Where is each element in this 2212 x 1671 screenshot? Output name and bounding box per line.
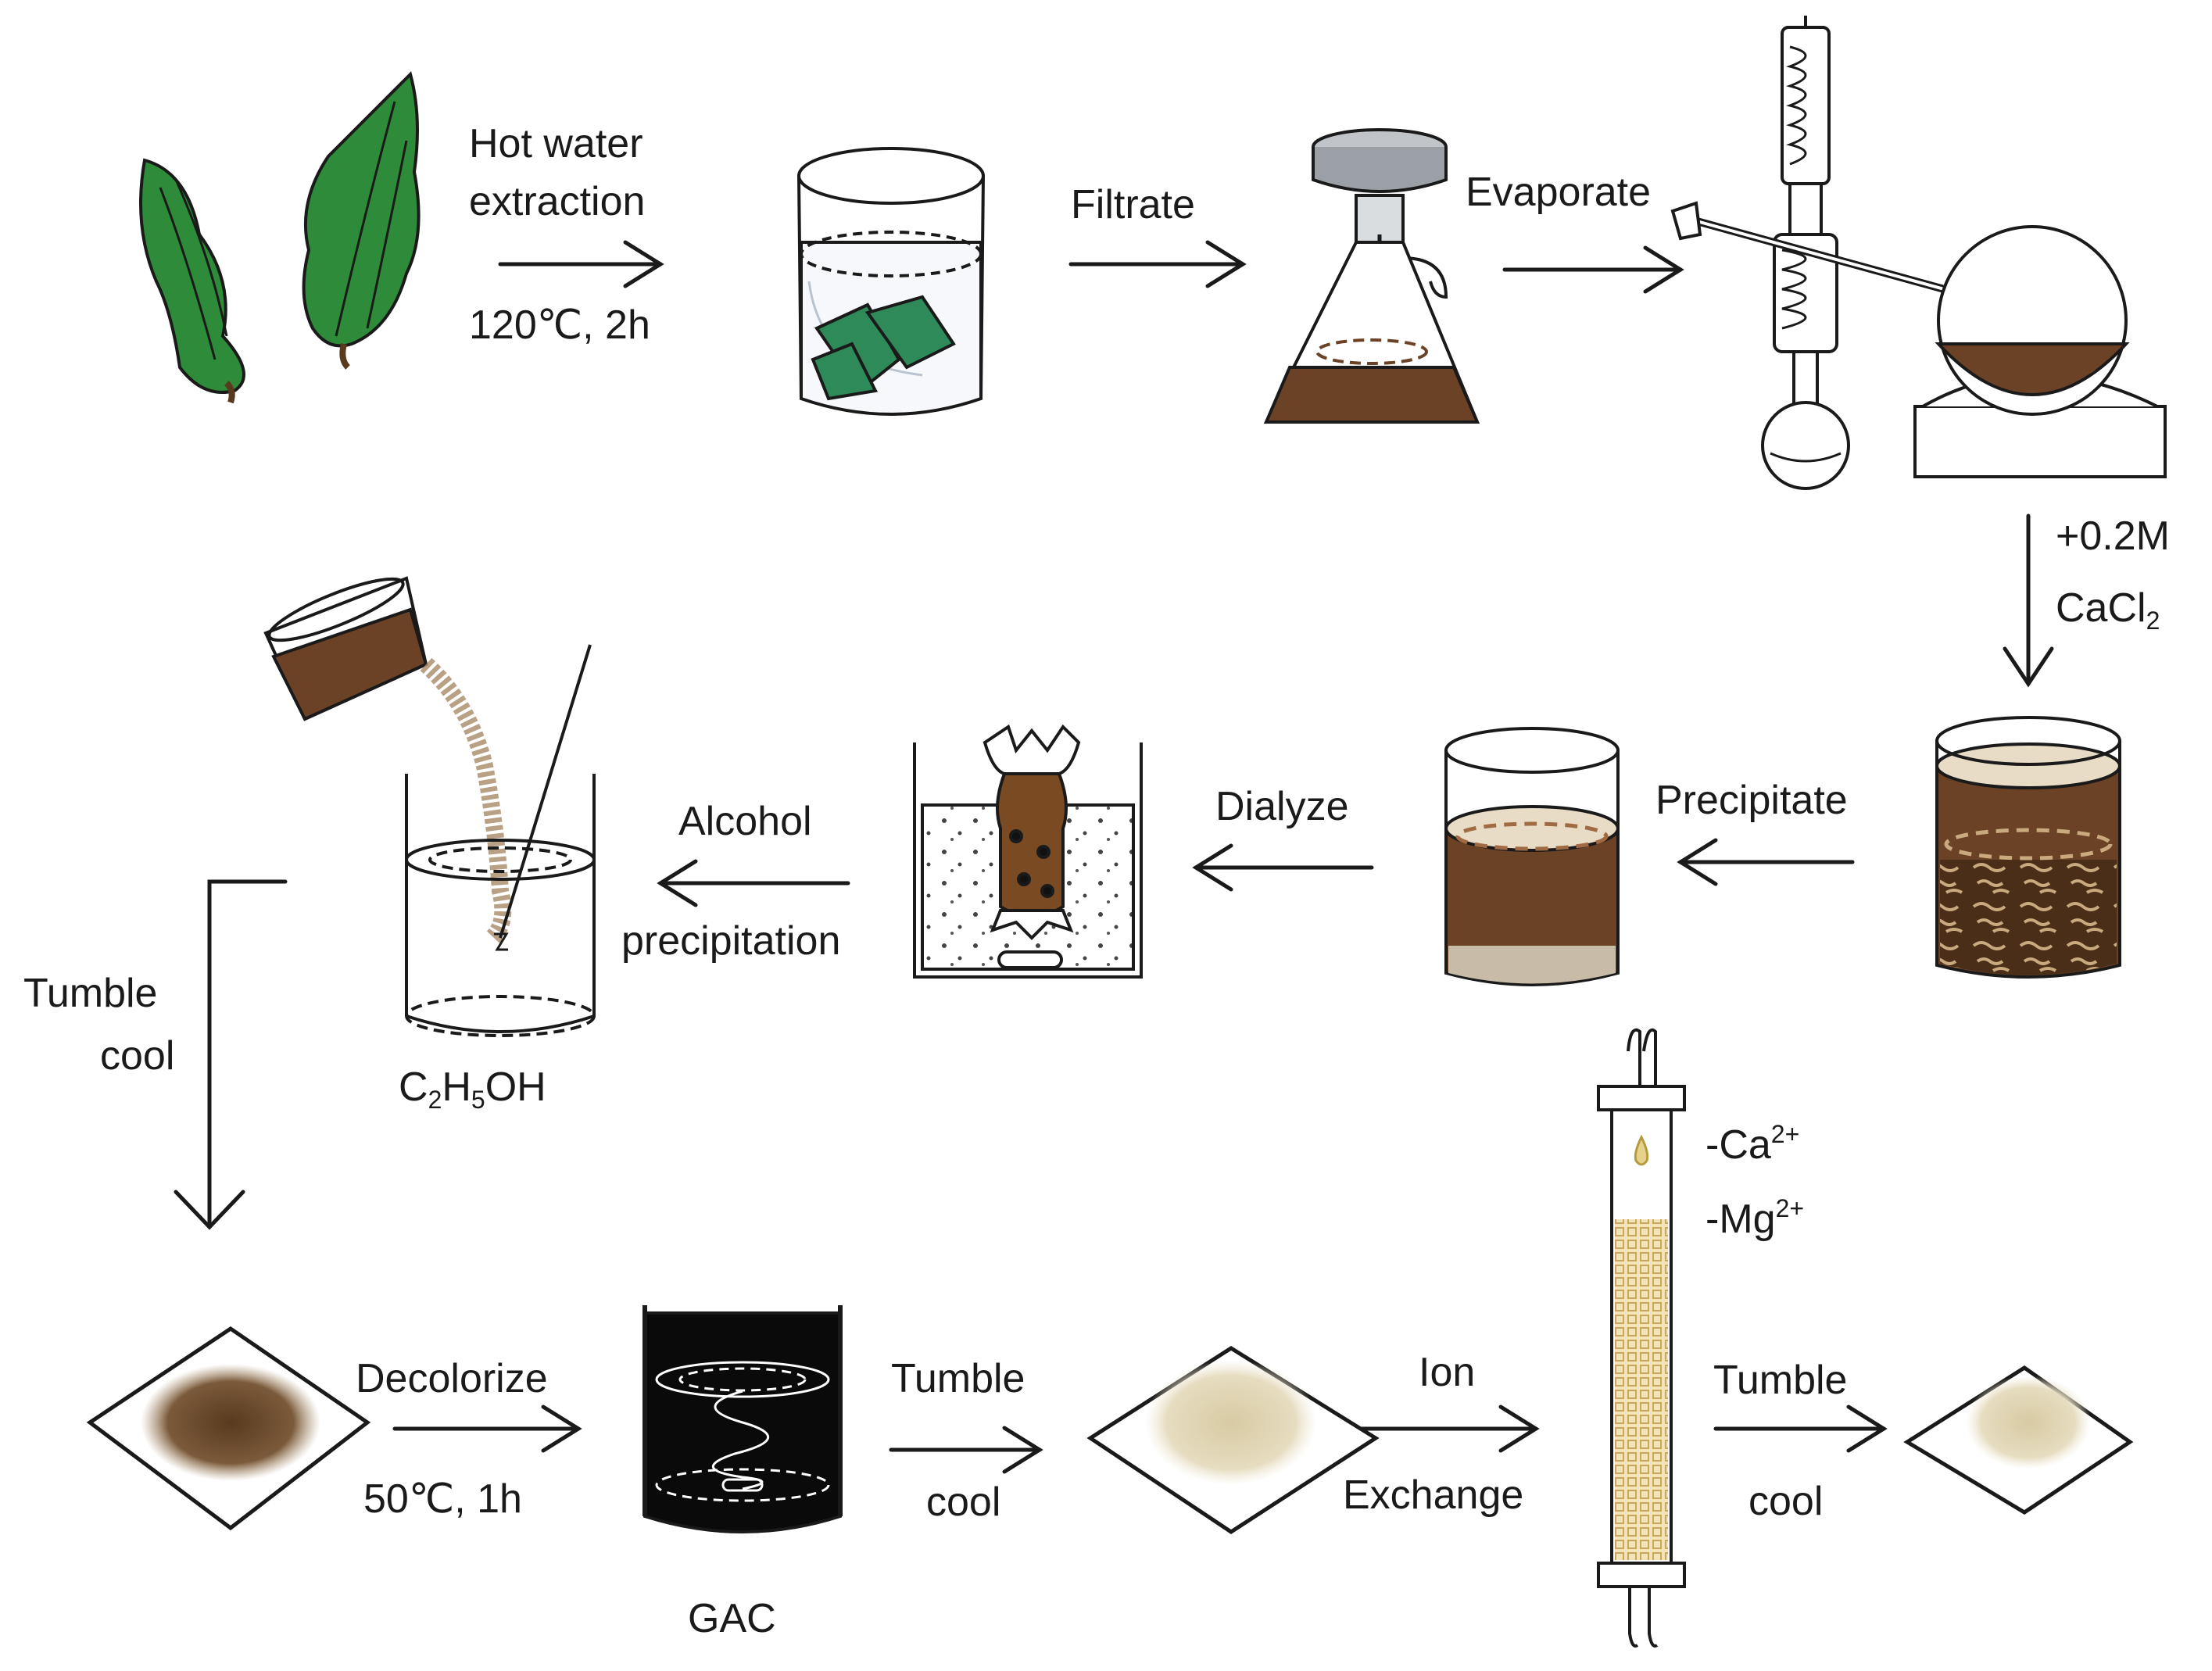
purified-powder-illustration (1903, 1365, 2134, 1515)
rotary-evaporator-illustration (1670, 16, 2167, 490)
filtration-flask-illustration (1263, 128, 1480, 424)
arrow-ion-exchange (1334, 1404, 1540, 1453)
tumble-cool-1-label-line1: Tumble (23, 971, 158, 1016)
arrow-precipitate (1677, 838, 1855, 886)
arrow-hot-water (498, 240, 664, 288)
arrow-alcohol (657, 859, 850, 907)
dialysis-tank-illustration (913, 724, 1143, 979)
arrow-tumble-cool-1 (174, 879, 288, 1230)
tumble-cool-3-label-line2: cool (1748, 1479, 1824, 1524)
tumble-cool-1-label-line2: cool (100, 1033, 175, 1079)
filtrate-label: Filtrate (1071, 182, 1195, 227)
arrow-filtrate (1068, 240, 1247, 288)
decolorize-label: Decolorize (356, 1356, 548, 1401)
hot-water-label-line1: Hot water (469, 121, 643, 166)
mg-charge: 2+ (1775, 1194, 1805, 1222)
ion-exchange-label-line1: Ion (1419, 1350, 1476, 1395)
evaporate-label: Evaporate (1466, 170, 1652, 215)
beaker-leaves-illustration (797, 147, 985, 416)
alcohol-label-line1: Alcohol (678, 799, 812, 844)
ethanol-oh: OH (485, 1065, 546, 1110)
tumble-cool-2-label-line1: Tumble (891, 1356, 1025, 1401)
arrow-decolorize (392, 1404, 582, 1453)
seaweed-leaves-illustration (139, 71, 421, 404)
extraction-condition-label: 120℃, 2h (469, 302, 650, 348)
decolorize-condition-label: 50℃, 1h (363, 1476, 522, 1522)
calcium-ion-label: -Ca2+ (1706, 1122, 1799, 1165)
ion-exchange-label-line2: Exchange (1343, 1472, 1524, 1518)
ethanol-sub-5: 5 (471, 1086, 485, 1114)
cacl2-text: CaCl (2056, 585, 2146, 631)
cacl2-label-line2: CaCl2 (2056, 588, 2160, 633)
precipitate-label: Precipitate (1655, 778, 1848, 823)
ethanol-formula-label: C2H5OH (399, 1067, 546, 1112)
beaker-cacl2-illustration (1935, 716, 2121, 979)
alcohol-label-line2: precipitation (621, 918, 841, 964)
ethanol-c: C (399, 1065, 428, 1110)
crude-polysaccharide-powder-illustration (86, 1326, 371, 1531)
tumble-cool-2-label-line2: cool (926, 1480, 1001, 1525)
ethanol-sub-2: 2 (428, 1086, 442, 1114)
arrows (174, 240, 2054, 1474)
ion-exchange-column-illustration (1597, 1028, 1686, 1648)
arrow-cacl2 (2003, 513, 2054, 688)
magnesium-ion-label: -Mg2+ (1706, 1196, 1804, 1240)
ethanol-h: H (442, 1065, 471, 1110)
ca-text: -Ca (1706, 1122, 1771, 1168)
arrow-dialyze (1192, 843, 1374, 892)
cacl2-subscript: 2 (2146, 606, 2160, 635)
gac-label: GAC (688, 1596, 776, 1641)
mg-text: -Mg (1706, 1197, 1776, 1242)
ca-charge: 2+ (1770, 1120, 1800, 1148)
arrow-tumble-cool-2 (889, 1426, 1043, 1474)
gac-beaker-illustration (642, 1305, 843, 1533)
arrow-tumble-cool-3 (1713, 1404, 1888, 1453)
tumble-cool-3-label-line1: Tumble (1713, 1358, 1848, 1403)
arrow-evaporate (1502, 245, 1684, 294)
cacl2-label-line1: +0.2M (2056, 513, 2170, 559)
dialyze-label: Dialyze (1215, 784, 1349, 829)
decolorized-powder-illustration (1086, 1346, 1380, 1534)
alcohol-precipitation-illustration (263, 576, 596, 1037)
hot-water-label-line2: extraction (469, 179, 646, 224)
beaker-precipitate-illustration (1444, 727, 1620, 986)
